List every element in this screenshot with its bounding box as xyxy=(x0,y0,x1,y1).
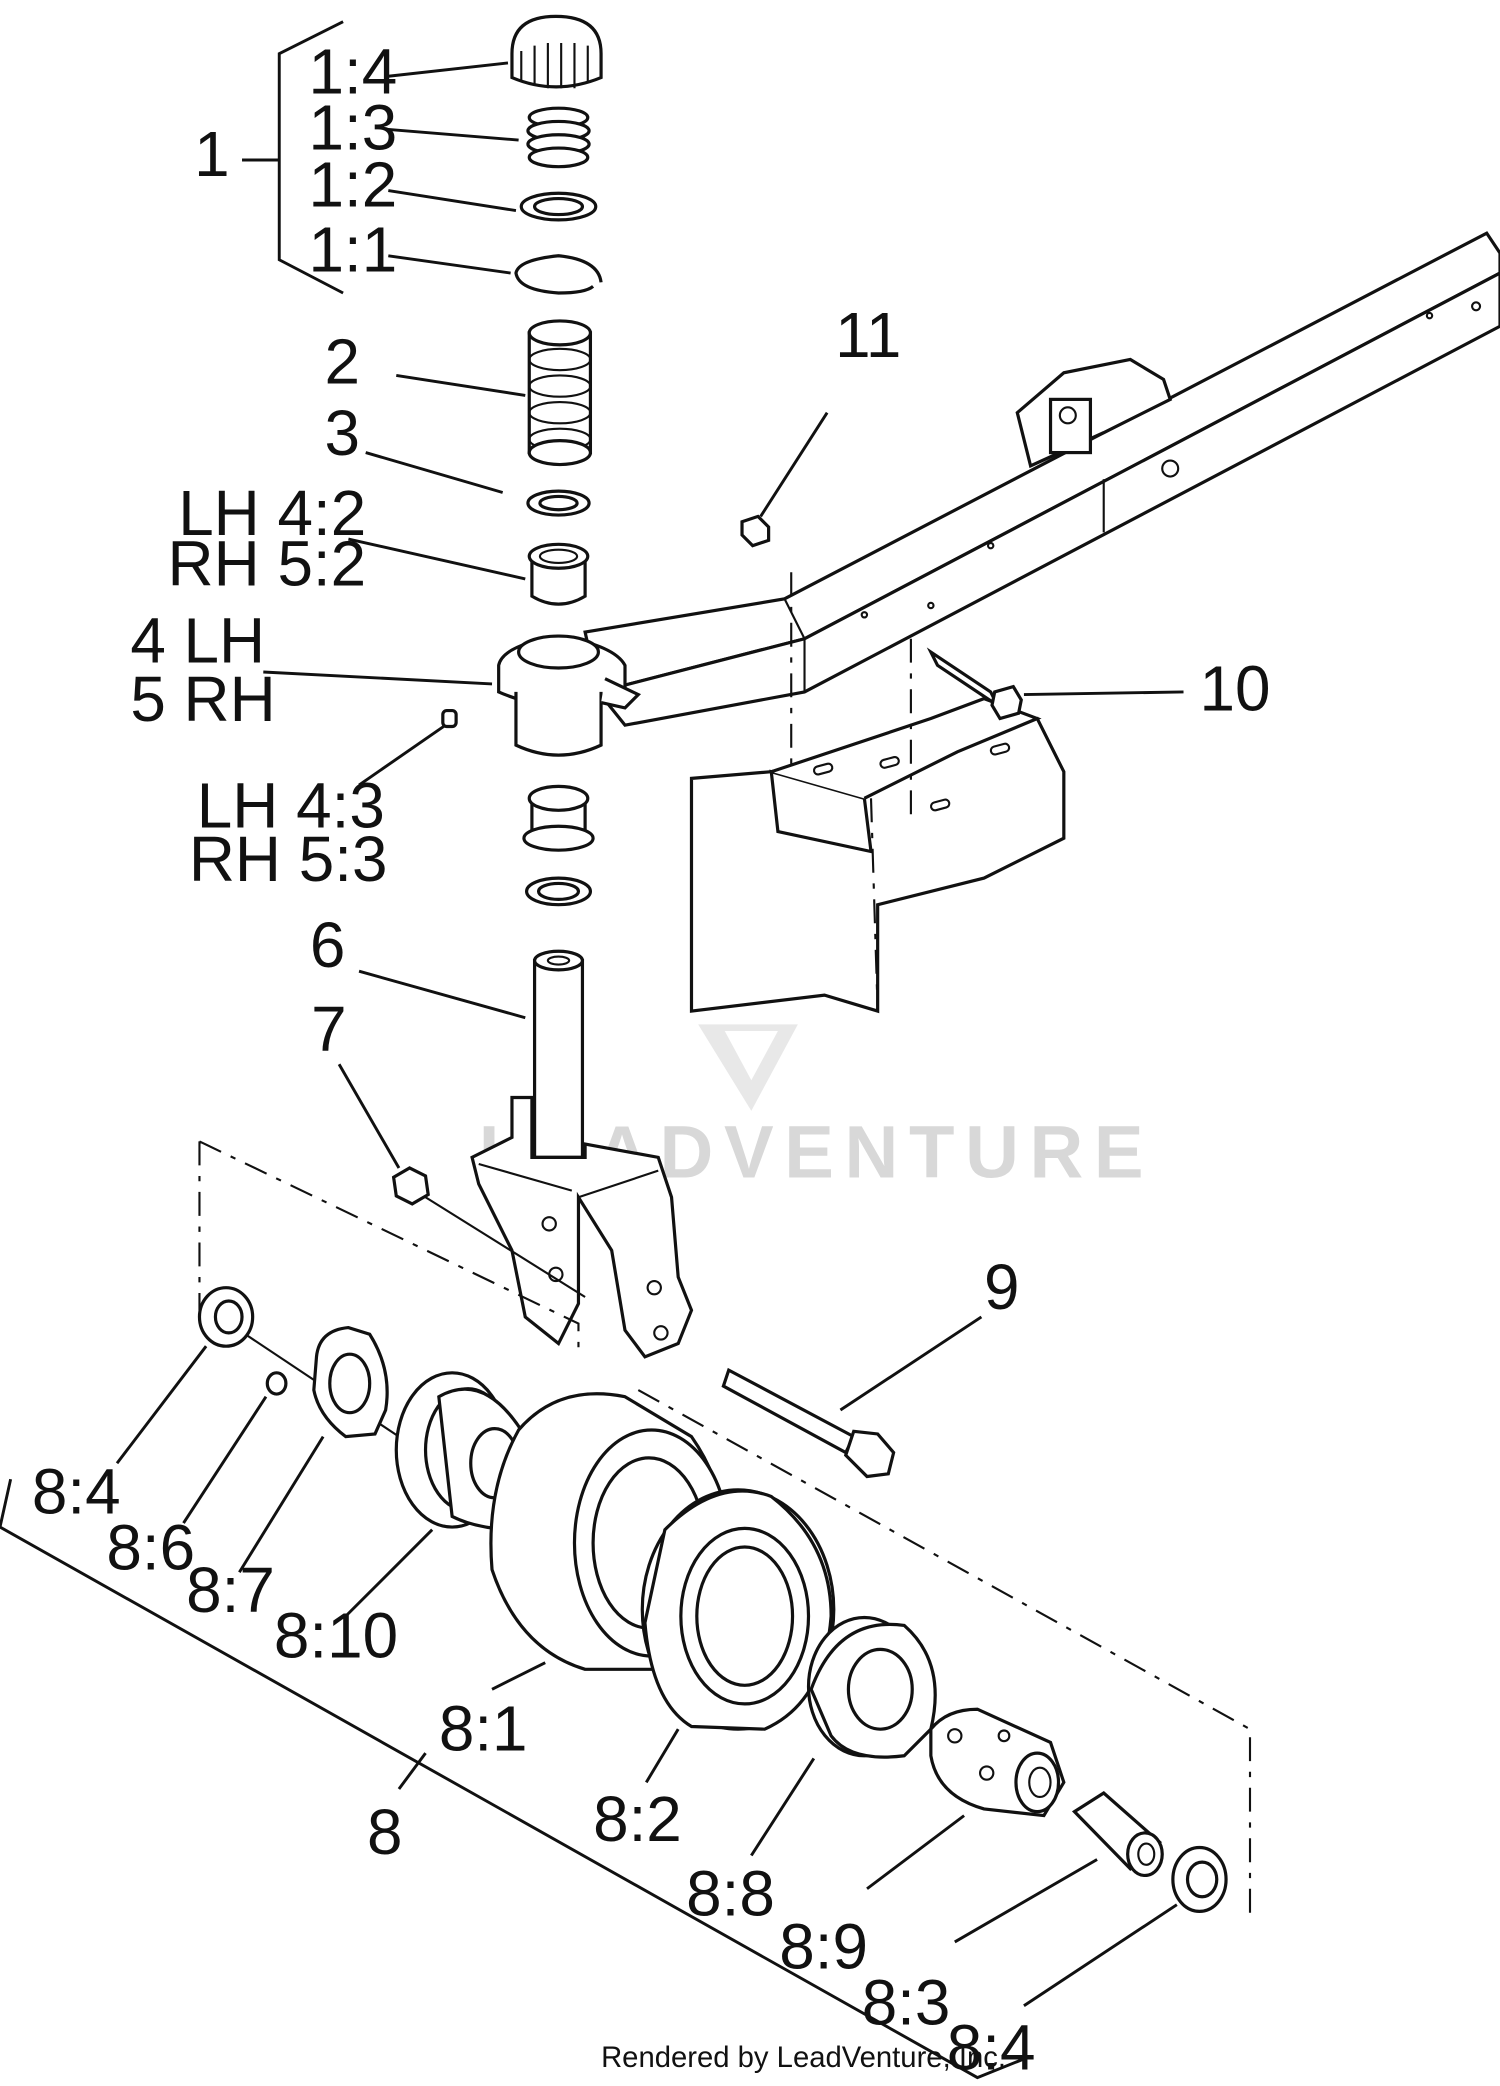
nut-8-6-part xyxy=(265,1371,288,1396)
label-8-6: 8:6 xyxy=(106,1512,195,1584)
label-10: 10 xyxy=(1199,653,1270,725)
hub-cap-part xyxy=(806,1615,937,1759)
nut-7-part xyxy=(391,1166,430,1206)
caster-fork-part xyxy=(470,1095,694,1359)
axle-bolt-9-part xyxy=(721,1367,896,1479)
leader-lines xyxy=(115,61,1184,2007)
dust-cap-part xyxy=(510,14,603,89)
label-2: 2 xyxy=(324,325,360,397)
tire-inner-part xyxy=(640,1488,836,1731)
label-1-2: 1:2 xyxy=(309,149,398,221)
label-8-4-left: 8:4 xyxy=(32,1456,121,1528)
label-1-3: 1:3 xyxy=(309,91,398,163)
label-8-4-right: 8:4 xyxy=(947,2012,1036,2084)
render-credit: Rendered by LeadVenture, Inc. xyxy=(601,2042,1006,2074)
label-5-rh: 5 RH xyxy=(130,663,275,735)
label-9: 9 xyxy=(984,1251,1020,1323)
label-8-3: 8:3 xyxy=(862,1966,951,2038)
label-1-1: 1:1 xyxy=(309,214,398,286)
caster-stem-part xyxy=(532,949,585,1159)
label-4-lh: 4 LH xyxy=(130,605,265,677)
snap-ring-part xyxy=(514,254,603,295)
label-11: 11 xyxy=(835,299,901,371)
seal-ring-part xyxy=(519,191,598,222)
label-lh-4-3: LH 4:3 xyxy=(197,770,385,842)
label-1-4: 1:4 xyxy=(309,36,398,108)
label-rh-5-3: RH 5:3 xyxy=(189,823,388,895)
label-lh-4-2: LH 4:2 xyxy=(178,477,366,549)
label-8-9: 8:9 xyxy=(779,1911,868,1983)
bearing-right-part xyxy=(1171,1845,1228,1913)
spring-part xyxy=(526,106,591,169)
frame-arm-part xyxy=(583,231,1500,727)
label-8-2: 8:2 xyxy=(593,1783,682,1855)
caster-housing-part xyxy=(497,634,642,757)
label-8-10: 8:10 xyxy=(274,1599,398,1671)
label-8-8: 8:8 xyxy=(686,1857,775,1929)
bearing-left-part xyxy=(197,1286,255,1348)
label-8: 8 xyxy=(367,1796,402,1868)
flange-plate-part xyxy=(312,1325,389,1439)
bracket-8 xyxy=(0,1478,1025,2080)
bracket-1 xyxy=(277,20,344,295)
grease-fitting-part xyxy=(441,708,458,729)
label-7: 7 xyxy=(311,993,346,1065)
lower-washer-part xyxy=(525,876,593,907)
label-6: 6 xyxy=(310,909,346,981)
spacer-stack-part xyxy=(527,319,593,467)
lower-bushing-part xyxy=(522,784,595,852)
nut-11-part xyxy=(740,514,771,548)
label-1: 1 xyxy=(194,118,230,190)
label-8-7: 8:7 xyxy=(186,1554,275,1626)
spacer-tube-part xyxy=(1071,1791,1164,1878)
assembly-dash-line xyxy=(198,1140,1252,1916)
label-3: 3 xyxy=(324,397,360,469)
label-8-1: 8:1 xyxy=(439,1692,528,1764)
callout-labels: 1:4 1:3 1 1:2 1:1 11 2 3 LH 4:2 RH 5:2 4… xyxy=(32,36,1271,2084)
upper-bushing-part xyxy=(527,542,590,606)
label-rh-5-2: RH 5:2 xyxy=(168,528,367,600)
hub-insert-part xyxy=(929,1707,1066,1818)
thrust-washer-part xyxy=(526,489,591,517)
bolt-10-part xyxy=(926,647,1023,721)
